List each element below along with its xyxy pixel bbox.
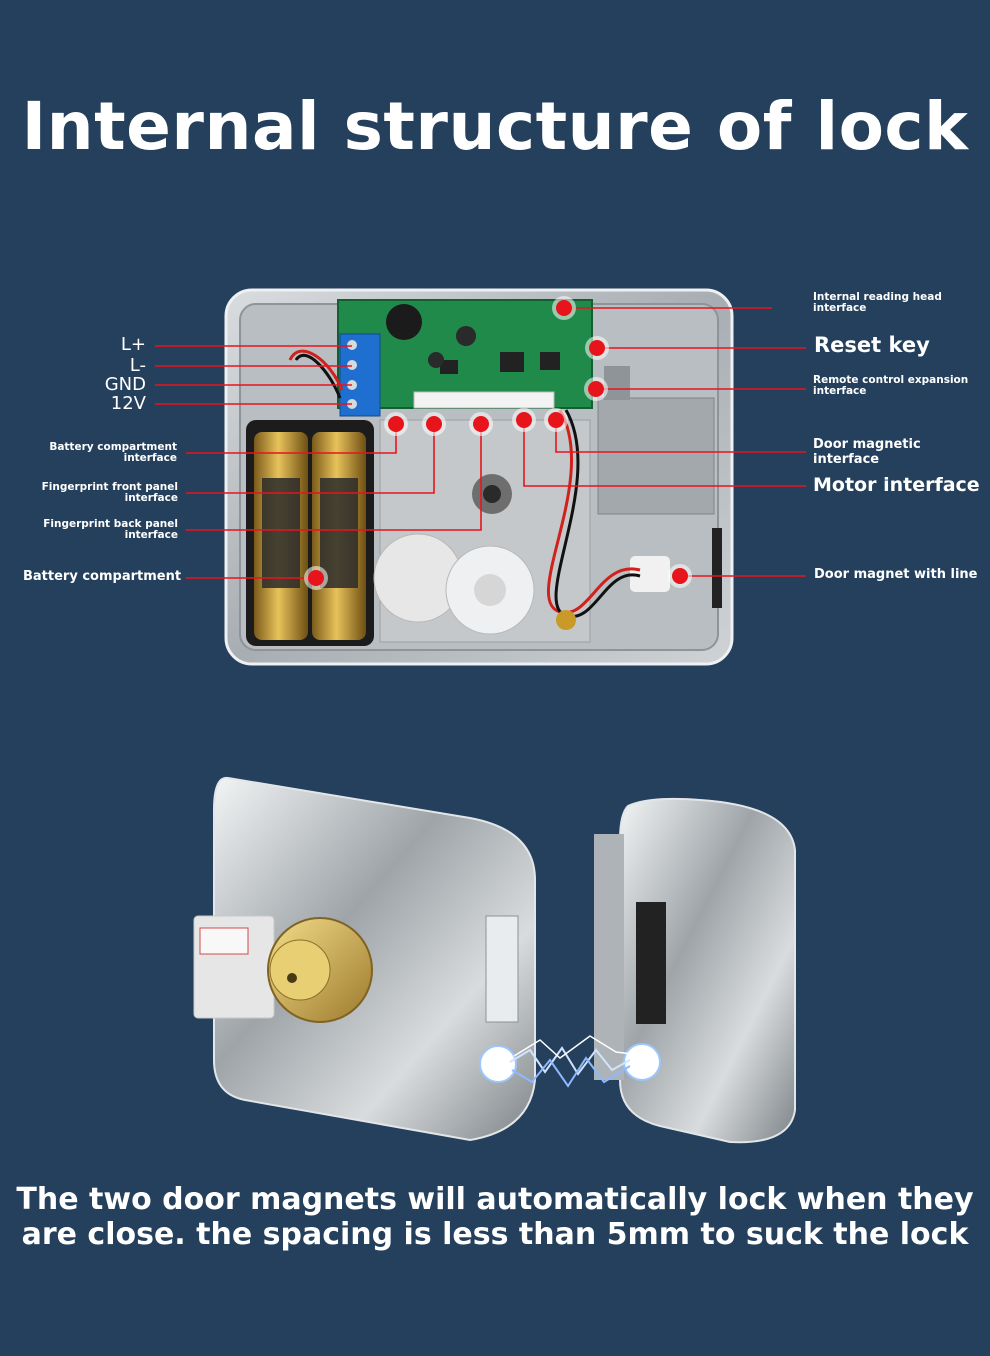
callout-dot-battery (308, 570, 324, 586)
lock-body (213, 776, 536, 1142)
label-fp-back: Fingerprint back panel interface (43, 518, 178, 541)
door-magnet-part (630, 556, 670, 592)
terminal-block (339, 333, 381, 417)
callout-dot-motor (516, 412, 532, 428)
callout-line-motor (523, 420, 806, 487)
bottom-caption-line-2: are close. the spacing is less than 5mm … (21, 1217, 969, 1252)
label-door-magnet-line: Door magnet with line (814, 567, 978, 582)
callout-line-battery-interface (186, 424, 397, 454)
label-battery-interface: Battery compartment interface (49, 441, 177, 464)
callout-dot-fp-front (426, 416, 442, 432)
callout-line-fp-front (186, 424, 435, 494)
assembled-lock-illustration (193, 776, 796, 1144)
label-motor-interface: Motor interface (813, 474, 980, 496)
callout-dot-door-magnet-line (672, 568, 688, 584)
magnet-spark (479, 1035, 661, 1088)
callout-dot-remote (588, 381, 604, 397)
label-reset-key: Reset key (814, 333, 930, 357)
label-battery-compartment: Battery compartment (23, 569, 182, 584)
bolt (597, 397, 715, 515)
callout-dot-reading-head (556, 300, 572, 316)
callout-lines (155, 296, 806, 590)
pin-label-l-plus: L+ (120, 334, 146, 355)
pin-label-l-minus: L- (129, 355, 146, 376)
callout-dot-reset (589, 340, 605, 356)
page-title: Internal structure of lock (21, 88, 969, 165)
bottom-caption: The two door magnets will automatically … (0, 1182, 990, 1252)
pin-label-12v: 12V (110, 393, 146, 414)
callout-line-door-magnetic (555, 420, 806, 453)
label-reading-head: Internal reading head interface (813, 291, 942, 314)
callout-dot-battery-interface (388, 416, 404, 432)
callout-dot-fp-back (473, 416, 489, 432)
callout-line-fp-back (186, 424, 482, 531)
callout-dot-door-magnetic (548, 412, 564, 428)
pin-label-gnd: GND (104, 374, 146, 395)
buzzer (386, 304, 422, 340)
label-fp-front: Fingerprint front panel interface (41, 481, 178, 504)
bolt-slot (485, 915, 519, 1023)
label-remote-expansion: Remote control expansion interface (813, 374, 969, 397)
label-door-magnetic: Door magnetic interface (813, 437, 921, 467)
bottom-caption-line-1: The two door magnets will automatically … (16, 1182, 974, 1217)
